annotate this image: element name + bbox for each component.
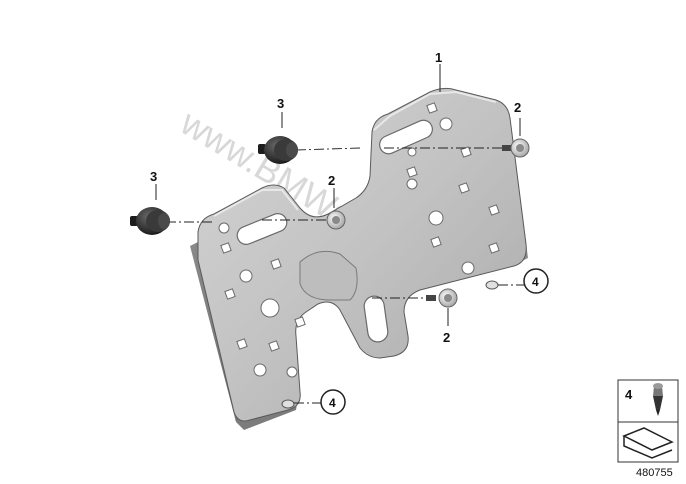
callout-4-right: 4: [523, 268, 549, 294]
svg-text:4: 4: [532, 275, 539, 289]
callout-2-middle: 2: [328, 173, 335, 188]
screw-middle: [326, 210, 346, 230]
callout-4-bottom: 4: [320, 389, 346, 415]
hex-nut-upper: [258, 136, 298, 164]
diagram-reference-number: 480755: [636, 467, 673, 479]
callout-2-upper: 2: [514, 100, 521, 115]
threaded-pin-icon: [653, 383, 663, 416]
legend-number: 4: [625, 387, 633, 402]
installation-symbol-icon: [622, 427, 674, 459]
screw-upper-right: [502, 138, 530, 158]
callout-3-lower: 3: [150, 169, 157, 184]
callout-1: 1: [435, 50, 442, 65]
callout-2-lower: 2: [443, 330, 450, 345]
mounting-plate: [190, 87, 528, 430]
svg-text:4: 4: [329, 396, 336, 410]
callout-3-upper: 3: [277, 96, 284, 111]
hex-nut-lower: [130, 207, 170, 235]
legend-box: 4: [617, 379, 679, 463]
screw-lower: [426, 288, 458, 308]
